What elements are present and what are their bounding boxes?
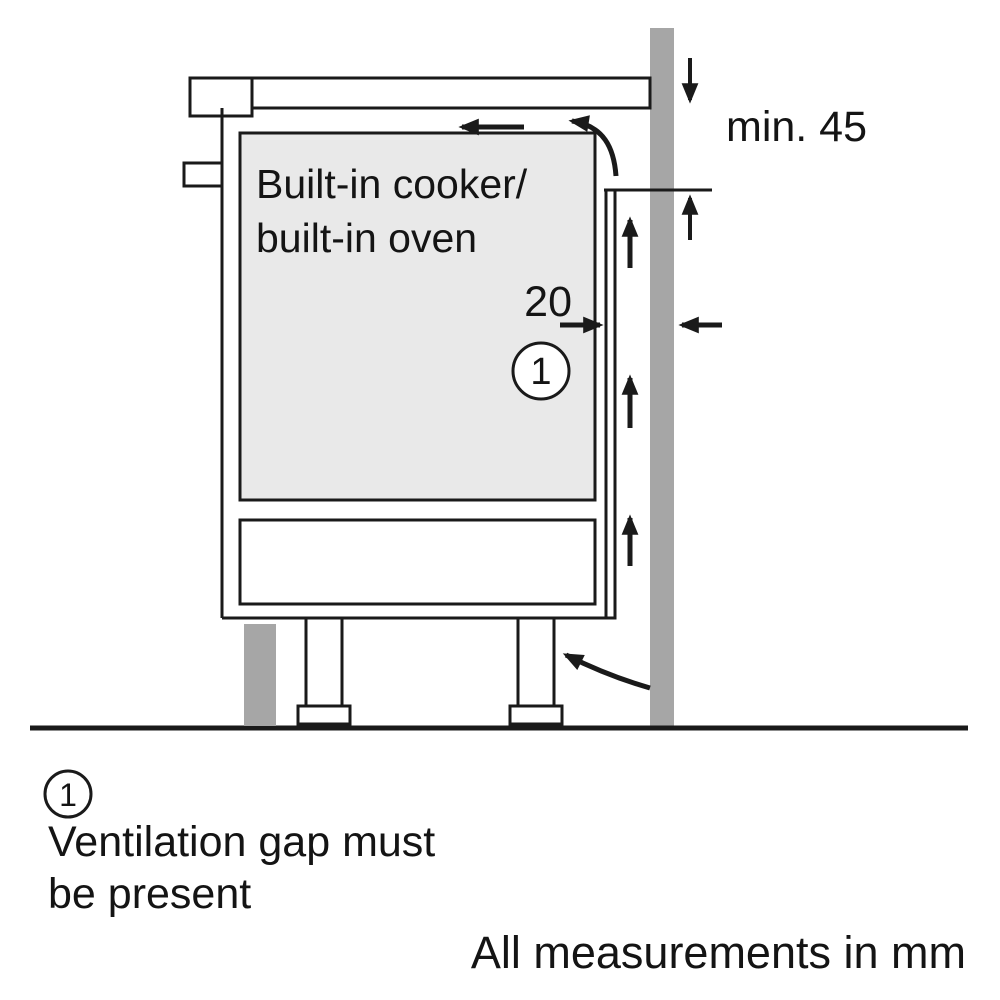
- legend-text-line2: be present: [48, 870, 251, 918]
- wall: [650, 28, 674, 728]
- worktop-slab: [194, 76, 652, 110]
- legend-callout-number: 1: [59, 777, 77, 813]
- legend: 1 Ventilation gap must be present: [43, 769, 435, 918]
- oven-label-line2: built-in oven: [256, 215, 477, 261]
- drawer-front: [238, 518, 597, 606]
- cabinet-right-panel: [604, 188, 617, 620]
- plinth: [244, 624, 276, 726]
- oven-box: [238, 131, 597, 502]
- oven-label-line1: Built-in cooker/: [256, 161, 528, 207]
- leg-left-foot: [296, 704, 352, 726]
- airflow-exit-curved-arrow: [568, 115, 619, 177]
- dim-20-label: 20: [524, 278, 572, 326]
- worktop: [188, 76, 652, 118]
- airflow-intake-curved-arrow: [562, 652, 651, 691]
- dimension-20: 20: [524, 278, 722, 334]
- dim-min45-label: min. 45: [726, 103, 867, 151]
- leg-right-foot: [508, 704, 564, 726]
- airflow: [458, 115, 651, 691]
- legend-text-line1: Ventilation gap must: [48, 818, 435, 866]
- leg-left: [304, 616, 344, 710]
- oven: Built-in cooker/ built-in oven: [238, 131, 597, 502]
- legend-callout-circle: [43, 769, 93, 819]
- measurements-note: All measurements in mm: [471, 927, 966, 978]
- dimension-min45: min. 45: [604, 58, 867, 240]
- callout-number: 1: [530, 351, 551, 393]
- callout-circle: [511, 341, 571, 401]
- callout-1: 1: [511, 341, 571, 401]
- cabinet: [182, 108, 617, 726]
- leg-right: [516, 616, 556, 710]
- oven-handle: [182, 161, 224, 188]
